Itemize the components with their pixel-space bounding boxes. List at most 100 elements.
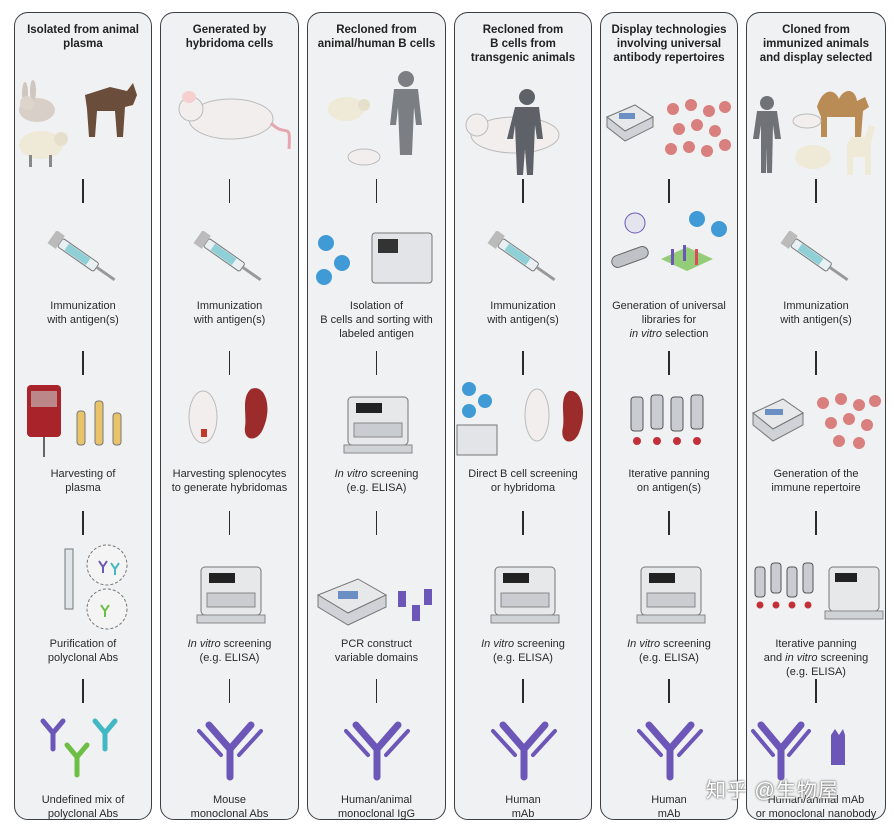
rabbit-horse-sheep-icon [19, 80, 137, 167]
purification-column-icon [64, 544, 128, 630]
mouse-human-icon [465, 89, 560, 175]
caption-text: screening (e.g. ELISA) [199, 638, 272, 664]
stage2-caption: Immunization with antigen(s) [487, 300, 559, 326]
stage3-caption: Direct B cell screening or hybridoma [468, 468, 578, 494]
caption-italic: in vitro [785, 652, 818, 664]
column-title: Cloned from immunized animals and displa… [759, 24, 873, 64]
b-cells-mouse-spleen-icon [456, 382, 584, 456]
connector [228, 179, 231, 203]
stage2-caption: Immunization with antigen(s) [193, 300, 266, 326]
column-title: Isolated from animal plasma [27, 24, 139, 50]
connector [82, 179, 84, 203]
column-title: Recloned from B cells from transgenic an… [470, 24, 576, 64]
column-title: Display technologies involving universal… [611, 24, 727, 64]
stage5-caption: Human/animal monoclonal IgG [337, 794, 416, 820]
connector [228, 511, 231, 535]
caption-text: screening (e.g. ELISA) [346, 468, 419, 494]
pcr-and-phage-library-icon [606, 99, 731, 157]
monoclonal-antibody-icon [637, 721, 703, 781]
stage4-caption: Iterative panning and in vitro screening… [751, 637, 881, 679]
stage2-caption: Immunization with antigen(s) [47, 300, 119, 326]
connector [82, 679, 84, 703]
stage3-caption: In vitro screening (e.g. ELISA) [312, 467, 441, 495]
panning-tubes-icon [630, 394, 704, 445]
connector [668, 511, 670, 535]
stage2-caption: Immunization with antigen(s) [780, 300, 852, 326]
stage5-caption: Mouse monoclonal Abs [190, 794, 269, 820]
caption-text: screening (e.g. ELISA) [786, 652, 869, 678]
connector [522, 511, 524, 535]
caption-italic: In vitro [187, 638, 221, 650]
column-immunized-display: Cloned from immunized animals and displa… [746, 12, 886, 820]
column-title: Recloned from animal/human B cells [317, 24, 436, 50]
human-camel-mouse-sheep-llama-icon [753, 91, 875, 175]
caption-text: screening (e.g. ELISA) [639, 638, 711, 664]
plate-reader-icon [196, 566, 266, 624]
column-title: Generated by hybridoma cells [185, 24, 274, 50]
plate-reader-icon [636, 566, 706, 624]
syringe-icon [780, 231, 849, 282]
stage4-caption: Purification of polyclonal Abs [47, 638, 119, 664]
syringe-icon [487, 231, 556, 282]
caption-italic: in vitro [629, 328, 662, 340]
stage5-caption: Human mAb [651, 794, 687, 820]
phage-display-icon [611, 211, 727, 271]
connector [228, 351, 231, 375]
connector [522, 351, 524, 375]
connector [228, 679, 231, 703]
connector [815, 351, 817, 375]
plate-reader-icon [490, 566, 560, 624]
connector [815, 179, 817, 203]
monoclonal-antibody-icon [344, 721, 410, 781]
connector [668, 351, 670, 375]
column-b-cells: Recloned from animal/human B cells Isola… [307, 12, 446, 820]
stage4-caption: In vitro screening (e.g. ELISA) [605, 637, 733, 665]
column-display-technologies: Display technologies involving universal… [600, 12, 738, 820]
column-animal-plasma: Isolated from animal plasma Immunization… [14, 12, 152, 820]
monoclonal-antibody-icon [197, 721, 263, 781]
stage3-caption: Harvesting of plasma [50, 468, 116, 494]
connector [522, 679, 524, 703]
stage5-caption: Human mAb [505, 794, 541, 820]
stage4-caption: In vitro screening (e.g. ELISA) [165, 637, 294, 665]
mouse-and-spleen-icon [188, 388, 268, 444]
stage3-caption: Generation of the immune repertoire [771, 468, 861, 494]
mouse-icon [178, 91, 291, 150]
caption-italic: In vitro [627, 638, 661, 650]
caption-italic: In vitro [481, 638, 515, 650]
connector [815, 511, 817, 535]
blood-bag-and-tubes-icon [27, 385, 122, 457]
pcr-and-library-icon [752, 393, 881, 449]
stage4-caption: In vitro screening (e.g. ELISA) [459, 637, 587, 665]
caption-italic: In vitro [334, 468, 368, 480]
stage2-caption: Generation of universal libraries for in… [605, 299, 733, 341]
monoclonal-antibody-icon [491, 721, 557, 781]
connector [375, 679, 378, 703]
watermark: 知乎 @生物屋 [706, 780, 839, 802]
antibody-and-nanobody-icon [751, 721, 845, 781]
stage5-caption: Undefined mix of polyclonal Abs [41, 794, 125, 820]
connector [815, 679, 817, 703]
column-transgenic: Recloned from B cells from transgenic an… [454, 12, 592, 820]
stage3-caption: Harvesting splenocytes to generate hybri… [171, 468, 288, 494]
polyclonal-antibodies-icon [40, 718, 118, 778]
sheep-human-mouse-icon [328, 71, 422, 166]
cell-sorter-icon [316, 232, 433, 285]
stage4-caption: PCR construct variable domains [334, 638, 419, 664]
connector [375, 511, 378, 535]
stage3-caption: Iterative panning on antigen(s) [628, 468, 710, 494]
connector [375, 179, 378, 203]
plate-reader-icon [343, 396, 413, 454]
connector [82, 351, 84, 375]
connector [82, 511, 84, 535]
syringe-icon [47, 231, 116, 282]
column-hybridoma: Generated by hybridoma cells Immunizatio… [160, 12, 299, 820]
panning-and-reader-icon [754, 562, 884, 620]
pcr-machine-icon [316, 578, 432, 626]
connector [375, 351, 378, 375]
caption-text: selection [661, 328, 709, 340]
connector [668, 179, 670, 203]
stage5-caption: Human/animal mAb or monoclonal nanobody [755, 794, 877, 820]
connector [668, 679, 670, 703]
caption-text: Iterative panning and [763, 638, 857, 664]
